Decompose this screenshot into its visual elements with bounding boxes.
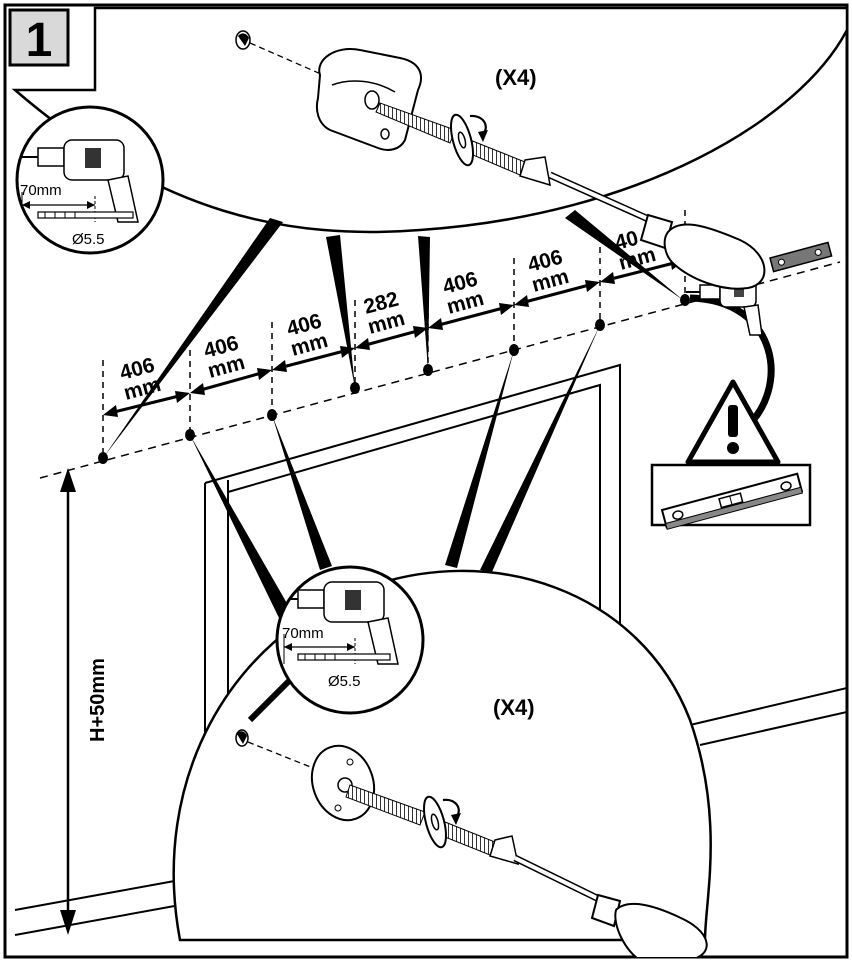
upper-detail-balloon (11, 6, 847, 234)
floor-lines (14, 687, 847, 936)
drill-hole (595, 319, 605, 331)
drill-hole (267, 409, 277, 421)
drill-bit-icon (297, 653, 391, 661)
wall-hole-upper (235, 30, 331, 79)
extension-lines (102, 210, 686, 458)
upper-quantity-label: (X4) (495, 65, 537, 90)
wall-hole-lower (235, 677, 319, 771)
hand-drill-icon (282, 581, 399, 665)
height-dimension (60, 468, 76, 935)
drill-bit-icon (37, 211, 134, 219)
drill-bit-label: Ø5.5 (72, 231, 105, 248)
drill-spec-circle-upper: 70mm Ø5.5 (15, 105, 165, 255)
drill-bit-label: Ø5.5 (328, 673, 361, 690)
drill-hole (185, 429, 195, 441)
drill-hole (350, 382, 360, 394)
dimension-arrows (103, 258, 685, 417)
drill-hole (680, 294, 690, 306)
washer-upper (450, 113, 488, 167)
drill-depth-label: 70mm (282, 625, 324, 642)
drill-depth-label: 70mm (20, 182, 62, 199)
hand-drill-icon (20, 139, 139, 223)
drill-hole (509, 344, 519, 356)
drill-hole (423, 364, 433, 376)
step-number: 1 (26, 14, 53, 67)
spirit-level-box (650, 463, 812, 530)
pointer-wedges (103, 210, 683, 620)
step-number-badge: 1 (8, 8, 70, 67)
height-label: H+50mm (87, 658, 109, 742)
drill-spec-circle-lower: 70mm Ø5.5 (275, 565, 425, 715)
lower-quantity-label: (X4) (493, 695, 535, 720)
drill-hole (98, 452, 108, 464)
screwdriver-lower (513, 854, 708, 957)
washer-lower (423, 795, 461, 849)
spirit-level-icon (660, 472, 804, 530)
warning-triangle-icon (685, 379, 781, 465)
screwdriver-upper (548, 171, 766, 290)
spirit-level-icon (769, 241, 833, 273)
drill-holes (98, 294, 690, 464)
